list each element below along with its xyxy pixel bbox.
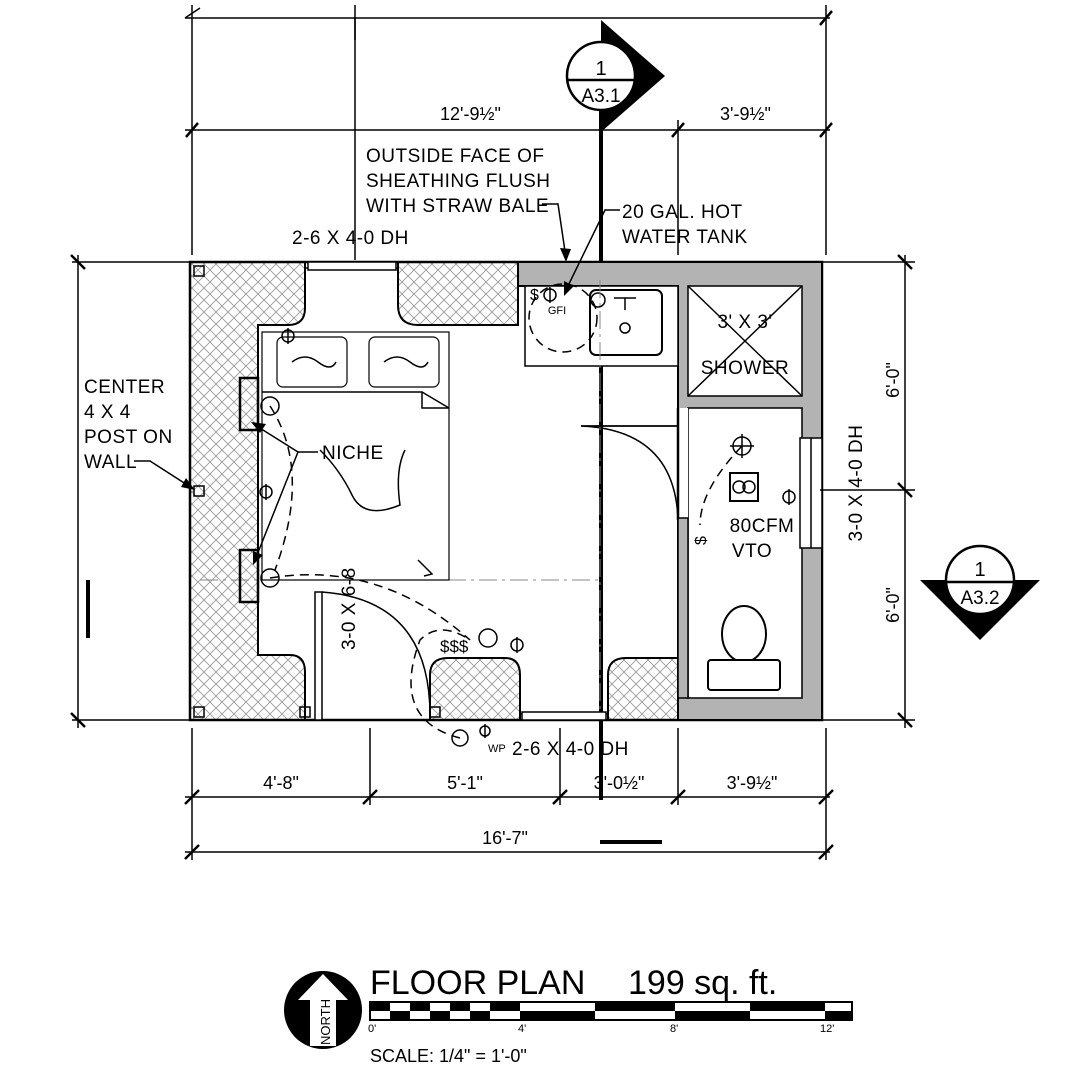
bedroom-lights — [259, 328, 471, 641]
window-top — [307, 261, 397, 271]
north-label: NORTH — [318, 999, 333, 1045]
scale-tick-12: 12' — [820, 1023, 834, 1035]
dim-bottom-3: 3'-0½" — [594, 773, 645, 793]
scale-label: SCALE: 1/4" = 1'-0" — [370, 1046, 527, 1066]
dim-right-lower: 6'-0" — [883, 587, 903, 623]
bed — [261, 331, 450, 581]
top-dimensions: 12'-9½" 3'-9½" — [184, 5, 833, 260]
dim-top-left: 12'-9½" — [440, 104, 501, 124]
dim-right-upper: 6'-0" — [883, 362, 903, 398]
window-bottom — [521, 711, 607, 721]
bottom-dimensions: 4'-8" 5'-1" 3'-0½" 3'-9½" 16'-7" — [184, 728, 834, 860]
niche-upper — [238, 376, 260, 432]
section-marker-a31: 1 A3.1 — [565, 20, 665, 800]
right-dimensions: 6'-0" 6'-0" 3-0 X 4-0 DH — [820, 254, 915, 728]
note-post-1: CENTER — [84, 377, 165, 398]
wp-label: WP — [488, 743, 506, 755]
scale-tick-0: 0' — [368, 1023, 376, 1035]
dim-bottom-1: 4'-8" — [263, 773, 299, 793]
toilet — [707, 605, 781, 691]
note-tank-2: WATER TANK — [622, 227, 748, 248]
water-heater: GFI $ — [528, 283, 606, 353]
niche-lower — [238, 548, 260, 604]
shower: 3' X 3' SHOWER — [687, 285, 803, 397]
corner-posts — [193, 265, 441, 718]
niche-label: NICHE — [322, 443, 384, 464]
left-dimension — [70, 254, 190, 728]
bathroom-sink — [589, 289, 663, 356]
vent-fan: 80CFM VTO $ — [693, 434, 796, 562]
plan-title: FLOOR PLAN — [370, 964, 585, 1002]
note-sheathing-2: SHEATHING FLUSH — [366, 171, 551, 192]
scale-tick-8: 8' — [670, 1023, 678, 1035]
section-marker-a32: 1 A3.2 — [920, 544, 1040, 640]
scale-tick-4: 4' — [518, 1023, 526, 1035]
note-post-2: 4 X 4 — [84, 402, 131, 423]
fan-type: VTO — [732, 541, 772, 562]
dim-bottom-4: 3'-9½" — [727, 773, 778, 793]
dim-overall: 16'-7" — [482, 828, 528, 848]
shower-label: SHOWER — [701, 358, 790, 379]
section-number: 1 — [595, 58, 606, 80]
door-label: 3-0 X 6-8 — [339, 567, 360, 650]
annotations: OUTSIDE FACE OF SHEATHING FLUSH WITH STR… — [84, 146, 748, 760]
window-top-label: 2-6 X 4-0 DH — [292, 228, 409, 249]
entry-door: 3-0 X 6-8 — [314, 567, 431, 721]
window-bottom-label: 2-6 X 4-0 DH — [512, 739, 629, 760]
section-number: 1 — [974, 559, 985, 581]
switch-symbols: $$$ — [440, 637, 469, 656]
dim-top-right: 3'-9½" — [720, 104, 771, 124]
note-tank-1: 20 GAL. HOT — [622, 202, 743, 223]
section-sheet: A3.2 — [960, 588, 999, 609]
north-arrow: NORTH — [284, 971, 362, 1049]
bathroom-door-swing — [580, 425, 679, 521]
switch-symbol: $ — [693, 536, 710, 545]
plan-area: 199 sq. ft. — [628, 964, 777, 1002]
note-sheathing-3: WITH STRAW BALE — [366, 196, 549, 217]
window-right-label: 3-0 X 4-0 DH — [846, 425, 867, 542]
note-sheathing-1: OUTSIDE FACE OF — [366, 146, 545, 167]
straw-bale-walls — [189, 261, 679, 721]
fan-cfm: 80CFM — [730, 516, 795, 537]
shower-size: 3' X 3' — [717, 312, 772, 333]
bathroom-walls — [517, 261, 823, 721]
dim-bottom-2: 5'-1" — [447, 773, 483, 793]
entry-switches: $$$ — [410, 628, 524, 747]
scale-bar: 0' 4' 8' 12' — [368, 1001, 853, 1035]
section-sheet: A3.1 — [581, 86, 620, 107]
gfi-label: GFI — [548, 305, 566, 317]
switch-symbol: $ — [530, 287, 539, 304]
note-post-3: POST ON — [84, 427, 173, 448]
note-post-4: WALL — [84, 452, 137, 473]
